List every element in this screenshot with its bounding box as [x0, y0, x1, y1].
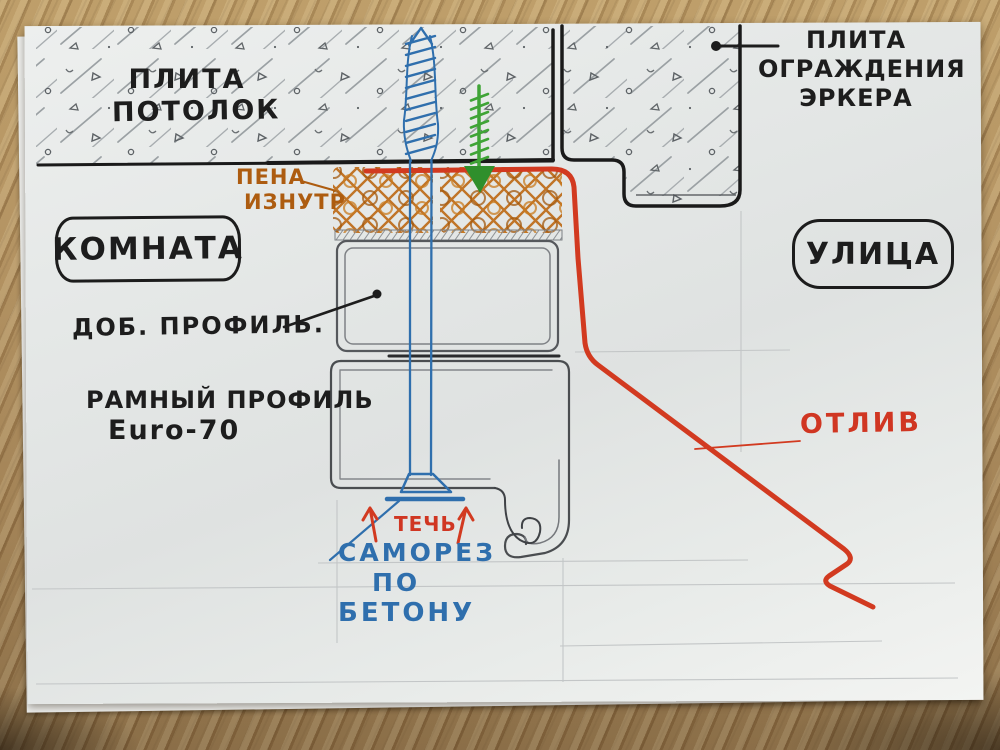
foam-label-line2: ИЗНУТР	[244, 190, 346, 215]
frame-profile-label-line1: РАМНЫЙ ПРОФИЛЬ	[86, 386, 374, 414]
add-profile-label: ДОБ. ПРОФИЛЬ.	[71, 310, 326, 342]
add-profile-outline	[335, 239, 561, 358]
leak-arrows	[361, 506, 475, 545]
foam-label-line1: ПЕНА	[236, 165, 306, 189]
frame-profile-label: РАМНЫЙ ПРОФИЛЬ Euro-70	[86, 386, 374, 447]
bay-slab-label: ПЛИТА ОГРАЖДЕНИЯ ЭРКЕРА	[758, 26, 966, 112]
add-profile-leader-dot	[372, 289, 382, 299]
street-label-bubble: УЛИЦА	[792, 219, 954, 289]
profile-top-hatch-band	[334, 229, 563, 241]
concrete-screw-label-line3: БЕТОНУ	[338, 598, 476, 628]
bay-slab-leader-dot	[711, 41, 721, 51]
frame-profile-outline	[329, 359, 571, 559]
leader-lines	[282, 41, 780, 562]
leak-label: ТЕЧЬ	[394, 512, 457, 536]
concrete-screw	[384, 26, 466, 502]
bay-slab-label-line3: ЭРКЕРА	[799, 83, 913, 112]
frame-profile-label-line2: Euro-70	[108, 414, 241, 446]
room-label-bubble: КОМНАТА	[52, 215, 244, 283]
foam-label: ПЕНА ИЗНУТР	[236, 165, 346, 215]
bay-enclosure-slab	[560, 24, 742, 208]
street-label: УЛИЦА	[805, 236, 941, 272]
screw-leader-line	[328, 499, 401, 562]
foam-leader-line	[299, 179, 335, 192]
concrete-screw-label-line1: САМОРЕЗ	[338, 538, 496, 567]
concrete-screw-label-line2: ПО	[372, 568, 421, 597]
bay-slab-label-line2: ОГРАЖДЕНИЯ	[758, 54, 966, 83]
foam-hatch	[333, 167, 562, 233]
ceiling-slab-label: ПЛИТА ПОТОЛОК	[111, 64, 281, 129]
ceiling-slab-label-line2: ПОТОЛОК	[111, 94, 281, 129]
add-profile-leader-line	[282, 294, 376, 329]
bay-slab-label-line1: ПЛИТА	[805, 26, 907, 54]
room-label: КОМНАТА	[52, 230, 244, 268]
pencil-guide-lines	[31, 211, 959, 685]
foam-screw	[464, 84, 495, 193]
drip-line	[363, 166, 876, 610]
drip-label: ОТЛИВ	[799, 406, 923, 441]
concrete-screw-label: САМОРЕЗ ПО БЕТОНУ	[338, 538, 496, 629]
ceiling-slab-label-line1: ПЛИТА	[128, 64, 246, 95]
